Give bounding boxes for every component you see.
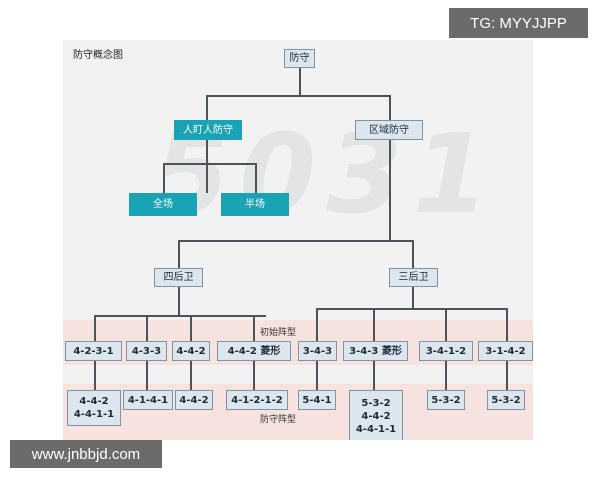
connector [299,68,301,95]
connector [253,361,255,390]
connector [94,315,266,317]
initial-formation-label: 初始阵型 [260,328,297,338]
initial-formation-node: 3-4-3 菱形 [343,341,408,361]
defense-formation-node: 5-3-2 [487,390,525,410]
defense-formation-node: 5-4-1 [298,390,336,410]
three-back-node: 三后卫 [389,268,438,287]
initial-formation-node: 3-4-3 [298,341,337,361]
initial-formation-node: 3-1-4-2 [478,341,533,361]
connector [373,361,375,390]
four-back-node: 四后卫 [154,268,203,287]
connector [316,308,318,341]
connector [178,240,414,242]
connector [178,240,180,268]
connector [146,361,148,390]
tg-watermark-label: TG: MYYJJPP [449,8,588,38]
connector [445,308,447,341]
connector [412,240,414,268]
connector [445,361,447,390]
connector [389,95,391,120]
connector [506,361,508,390]
connector [255,163,257,193]
defense-formation-node: 4-1-4-1 [123,390,173,410]
site-watermark-label: www.jnbbjd.com [10,440,162,468]
diagram-canvas: 5031 初始阵型 防守阵型 防守概念图 防守 人盯人防守 区域防守 全场 半场… [63,40,533,440]
connector [206,95,208,120]
connector [94,361,96,390]
root-node: 防守 [284,49,315,68]
connector [316,361,318,390]
defense-formation-node: 4-4-2 [175,390,213,410]
initial-formation-node: 4-4-2 菱形 [217,341,291,361]
connector [163,163,257,165]
defense-formation-node: 5-3-2 4-4-2 4-4-1-1 [349,390,403,440]
half-court-node: 半场 [221,193,289,216]
initial-formation-node: 4-4-2 [172,341,210,361]
defense-formation-node: 4-4-2 4-4-1-1 [67,390,121,426]
diagram-caption: 防守概念图 [73,50,123,61]
connector [190,315,192,341]
initial-formation-node: 3-4-1-2 [419,341,473,361]
connector [146,315,148,341]
initial-formation-node: 4-2-3-1 [65,341,122,361]
connector [253,315,255,341]
connector [373,308,375,341]
zone-defense-node: 区域防守 [355,120,423,140]
connector [94,315,96,341]
full-court-node: 全场 [129,193,197,216]
defense-formation-node: 5-3-2 [427,390,465,410]
connector [389,140,391,240]
defense-formation-label: 防守阵型 [260,415,297,425]
connector [412,287,414,309]
man-to-man-node: 人盯人防守 [174,120,242,140]
connector [190,361,192,390]
connector [178,287,180,315]
connector [506,308,508,341]
connector [316,308,508,310]
connector [206,140,208,193]
connector [206,95,391,97]
defense-formation-node: 4-1-2-1-2 [226,390,288,410]
initial-formation-node: 4-3-3 [126,341,167,361]
connector [163,163,165,193]
